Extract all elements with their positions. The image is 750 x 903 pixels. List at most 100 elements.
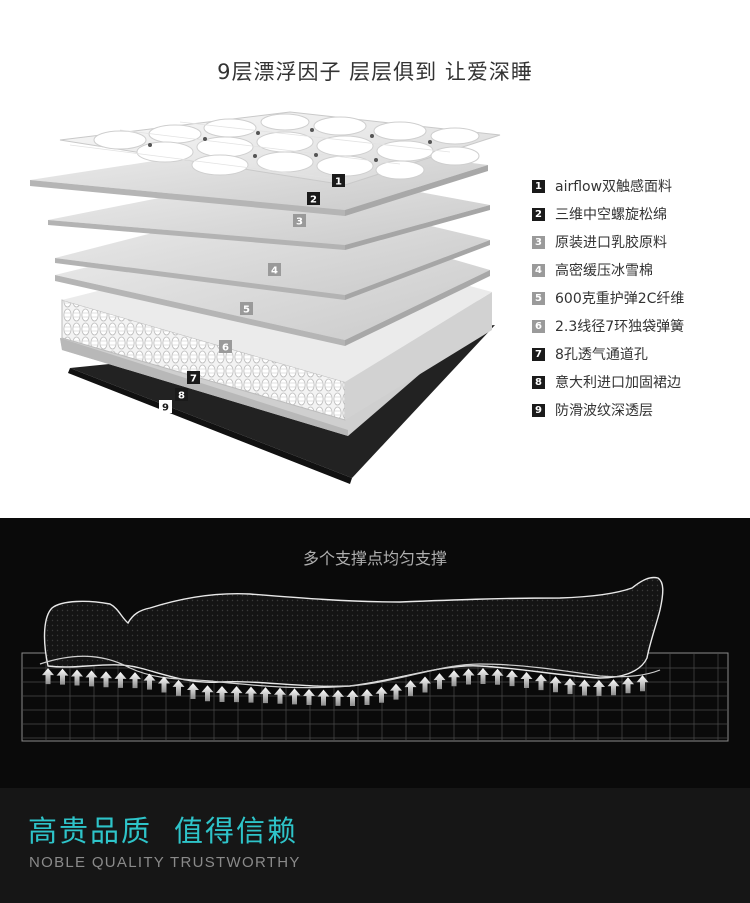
up-arrow-icon — [520, 672, 533, 689]
up-arrow-icon — [158, 676, 170, 693]
legend-label: 高密缓压冰雪棉 — [555, 263, 653, 279]
svg-text:5: 5 — [243, 305, 250, 316]
legend-item-4: 4 高密缓压冰雪棉 — [532, 256, 742, 284]
legend-item-8: 8 意大利进口加固裙边 — [532, 368, 742, 396]
up-arrow-icon — [462, 668, 475, 685]
up-arrow-icon — [564, 678, 576, 695]
legend-label: airflow双触感面料 — [555, 179, 673, 195]
legend-badge: 4 — [532, 263, 545, 277]
up-arrow-icon — [419, 676, 431, 693]
up-arrow-icon — [535, 674, 547, 691]
mattress-layers-section: 9层漂浮因子 层层俱到 让爱深睡 — [30, 60, 742, 484]
quality-title-part1: 高贵品质 — [28, 814, 153, 848]
legend-badge: 9 — [532, 403, 545, 417]
support-contour — [39, 655, 661, 689]
svg-text:9: 9 — [162, 403, 169, 414]
quality-subtitle: NOBLE QUALITY TRUSTWORTHY — [29, 854, 301, 871]
layer-badge-6: 6 — [219, 340, 232, 354]
legend-item-7: 7 8孔透气通道孔 — [532, 340, 742, 368]
up-arrow-icon — [506, 670, 518, 687]
svg-text:6: 6 — [222, 343, 229, 354]
up-arrow-icon — [491, 668, 504, 685]
svg-text:2: 2 — [310, 195, 317, 206]
up-arrow-icon — [317, 689, 330, 706]
legend-badge: 6 — [532, 319, 545, 333]
layer-badge-1: 1 — [332, 174, 345, 188]
up-arrow-icon — [607, 679, 620, 696]
legend-item-5: 5 600克重护弹2C纤维 — [532, 284, 742, 312]
up-arrow-icon — [42, 668, 54, 685]
mattress-layer-diagram: 1 2 3 4 5 — [30, 111, 501, 484]
up-arrow-icon — [636, 675, 649, 692]
legend-label: 防滑波纹深透层 — [555, 403, 653, 419]
layer-badge-4: 4 — [268, 263, 281, 277]
legend-label: 2.3线径7环独袋弹簧 — [555, 319, 685, 335]
support-title: 多个支撑点均匀支撑 — [302, 549, 447, 568]
svg-text:7: 7 — [190, 374, 197, 385]
layer-1-quilted-fabric — [59, 111, 501, 186]
up-arrow-icon — [404, 680, 417, 697]
body-silhouette — [43, 576, 664, 688]
legend-label: 8孔透气通道孔 — [555, 347, 648, 363]
up-arrow-icon — [129, 672, 141, 689]
up-arrow-icon — [85, 670, 98, 687]
up-arrow-icon — [433, 673, 446, 690]
svg-text:8: 8 — [178, 391, 185, 402]
up-arrow-icon — [549, 676, 562, 693]
up-arrow-icon — [187, 682, 199, 699]
up-arrow-icon — [578, 679, 591, 696]
layer-badges: 1 2 3 4 5 — [159, 174, 345, 414]
up-arrow-icon — [201, 685, 214, 702]
up-arrow-icon — [390, 683, 402, 700]
legend-badge: 7 — [532, 347, 545, 361]
svg-text:3: 3 — [296, 217, 303, 228]
legend-badge: 5 — [532, 291, 545, 305]
up-arrow-icon — [71, 669, 83, 686]
up-arrow-icon — [274, 687, 286, 704]
up-arrow-icon — [100, 671, 112, 688]
layer-badge-2: 2 — [307, 192, 320, 206]
legend-badge: 8 — [532, 375, 545, 389]
up-arrow-icon — [332, 689, 344, 706]
up-arrow-icon — [216, 686, 228, 703]
legend-label: 意大利进口加固裙边 — [555, 375, 681, 391]
up-arrow-icon — [56, 668, 69, 685]
up-arrow-icon — [303, 689, 315, 706]
support-section: 多个支撑点均匀支撑 — [0, 518, 750, 788]
up-arrow-icon — [230, 686, 243, 703]
legend-badge: 3 — [532, 235, 545, 249]
layer-badge-9: 9 — [159, 400, 172, 414]
legend-item-6: 6 2.3线径7环独袋弹簧 — [532, 312, 742, 340]
up-arrow-icon — [245, 686, 257, 703]
up-arrow-icon — [361, 688, 373, 705]
legend-item-9: 9 防滑波纹深透层 — [532, 396, 742, 424]
up-arrow-icon — [448, 670, 460, 687]
legend-badge: 2 — [532, 207, 545, 221]
main-title: 9层漂浮因子 层层俱到 让爱深睡 — [217, 60, 533, 84]
up-arrow-icon — [346, 689, 359, 706]
up-arrow-icon — [375, 686, 388, 703]
up-arrow-icon — [477, 668, 489, 685]
up-arrow-icon — [622, 677, 634, 694]
up-arrow-icon — [143, 673, 156, 690]
legend-label: 600克重护弹2C纤维 — [555, 291, 685, 307]
up-arrow-icon — [593, 679, 605, 696]
body-support-illustration — [21, 576, 729, 742]
legend-label: 三维中空螺旋松绵 — [555, 207, 667, 223]
legend-label: 原装进口乳胶原料 — [555, 235, 667, 251]
support-arrows — [42, 668, 649, 706]
legend-item-2: 2 三维中空螺旋松绵 — [532, 200, 742, 228]
svg-text:1: 1 — [335, 177, 342, 188]
legend-item-1: 1 airflow双触感面料 — [532, 172, 742, 200]
up-arrow-icon — [114, 671, 127, 688]
layer-badge-5: 5 — [240, 302, 253, 316]
quality-title: 高贵品质值得信赖 — [28, 808, 298, 850]
quality-section: 高贵品质值得信赖 NOBLE QUALITY TRUSTWORTHY — [0, 788, 750, 903]
up-arrow-icon — [172, 679, 185, 696]
legend-badge: 1 — [532, 179, 545, 193]
legend-item-3: 3 原装进口乳胶原料 — [532, 228, 742, 256]
up-arrow-icon — [288, 688, 301, 705]
svg-text:4: 4 — [271, 266, 278, 277]
quality-title-part2: 值得信赖 — [174, 814, 299, 848]
